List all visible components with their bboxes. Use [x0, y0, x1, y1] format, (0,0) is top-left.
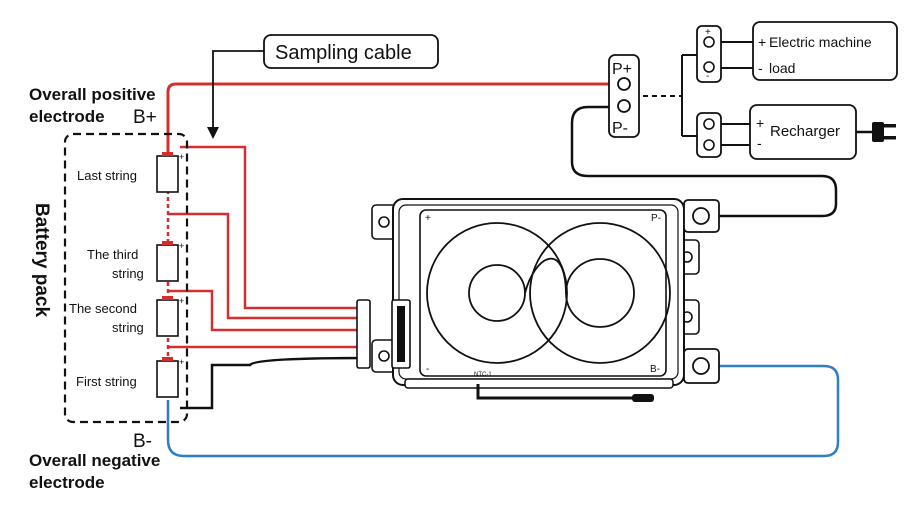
load-connector-pin-plus [703, 36, 715, 48]
cell-third [156, 241, 179, 282]
sampling-wire-3 [168, 289, 365, 332]
bms-p-minus-label: P- [651, 213, 661, 224]
bms-b-minus-label: B- [650, 364, 660, 375]
cell-second-plus: + [179, 296, 184, 306]
battery-pack-label: Battery pack [31, 203, 52, 317]
battery-pack-outline [63, 132, 189, 424]
sampling-wire-negative [180, 356, 366, 410]
sampling-arrow-icon [207, 127, 219, 139]
electric-machine-minus: - [758, 60, 763, 76]
b-minus-label: B- [133, 431, 152, 452]
p-plus-terminal [617, 77, 631, 91]
sampling-cable-callout [263, 34, 439, 69]
cell-last-label: Last string [77, 168, 137, 183]
bms-plus-label: + [425, 213, 431, 224]
cell-third-plus: + [179, 241, 184, 251]
sampling-wire-2 [168, 212, 365, 320]
overall-positive-line1: Overall positive [29, 85, 156, 104]
plug-icon [856, 122, 896, 142]
charger-connector-pin-plus [703, 118, 715, 130]
p-minus-terminal [617, 99, 631, 113]
bms-minus-label: - [426, 364, 429, 375]
p-minus-wire [570, 105, 838, 218]
cell-last [156, 152, 179, 193]
charger-connector [696, 112, 722, 158]
overall-positive-line2: electrode [29, 107, 105, 126]
sampling-pointer-line [212, 50, 264, 128]
overall-negative-line2: electrode [29, 473, 105, 492]
charger-connector-pin-minus [703, 139, 715, 151]
sampling-wire-1 [180, 145, 365, 310]
ntc-label: NTC-1 [474, 372, 492, 378]
cell-last-plus: + [179, 152, 184, 162]
electric-machine-box [752, 21, 898, 81]
load-connector-pin-minus [703, 61, 715, 73]
overall-negative-line1: Overall negative [29, 451, 160, 470]
p-terminal-block [608, 54, 640, 138]
cell-second-label-1: The second [69, 301, 137, 316]
positive-main-wire [166, 82, 624, 156]
cell-third-label-1: The third [87, 247, 138, 262]
cell-first-plus: + [179, 357, 184, 367]
cell-third-label-2: string [112, 266, 144, 281]
p-plus-label: P+ [612, 61, 632, 78]
electric-machine-label: Electric machine [769, 34, 872, 50]
load-connector-minus: - [706, 71, 709, 82]
bms-board [356, 198, 720, 402]
sampling-cable-label: Sampling cable [275, 42, 412, 64]
cell-first-label: First string [76, 374, 137, 389]
recharger-minus: - [757, 135, 762, 151]
load-label: load [769, 60, 795, 76]
b-plus-label: B+ [133, 107, 157, 128]
cell-first [156, 357, 179, 398]
negative-main-wire [166, 364, 840, 458]
electric-machine-plus: + [758, 34, 766, 50]
p-minus-label: P- [612, 120, 628, 137]
cell-second-label-2: string [112, 320, 144, 335]
recharger-label: Recharger [770, 123, 840, 140]
cell-second [156, 296, 179, 337]
load-connector [696, 25, 722, 83]
recharger-plus: + [756, 115, 764, 131]
load-connector-plus: + [705, 27, 711, 38]
